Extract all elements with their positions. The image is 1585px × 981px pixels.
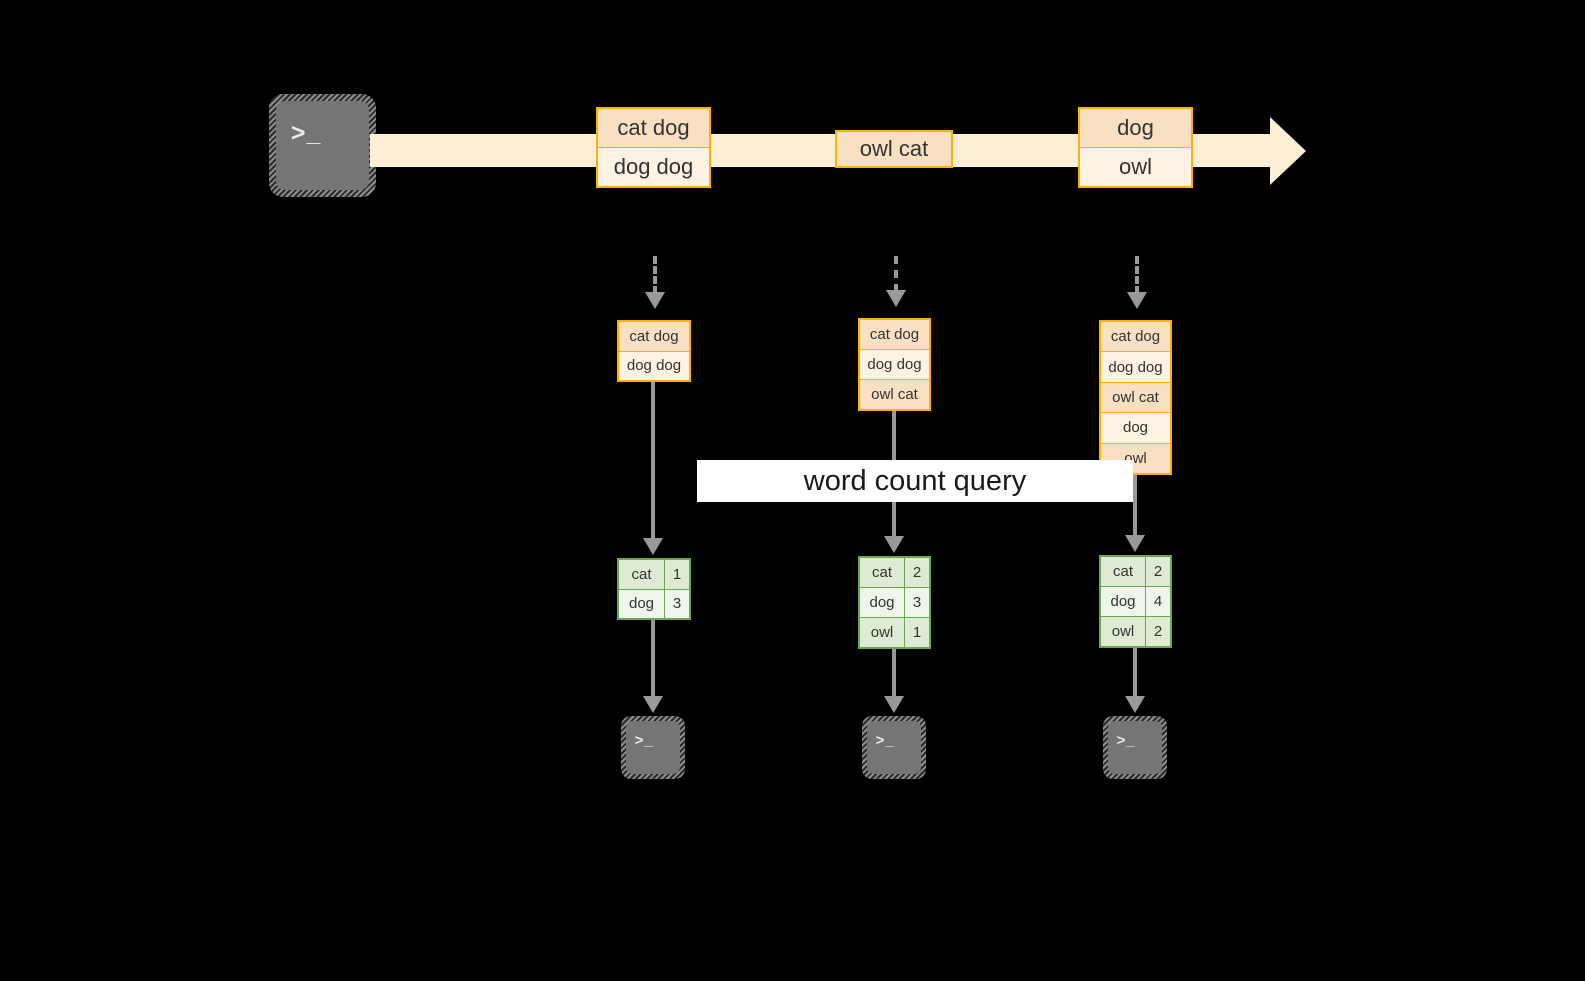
terminal-screen: >_ [276,101,369,190]
snapshot-1-query-arrowhead [643,538,663,555]
table-row: cat 1 [619,560,689,589]
snapshot-2-result-table: cat 2 dog 3 owl 1 [858,556,931,649]
table-row: dog 3 [860,587,929,617]
record-line: cat dog [860,320,929,349]
result-word: dog [619,589,665,618]
snapshot-3-query-arrowhead [1125,535,1145,552]
snapshot-1-dashed-arrowhead [645,292,665,309]
snapshot-1-dashed-connector [653,256,657,294]
table-row: dog 3 [619,588,689,618]
result-word: cat [1101,557,1146,586]
snapshot-3-dashed-arrowhead [1127,292,1147,309]
record-line: cat dog [1101,322,1170,352]
record-line: dog dog [1101,351,1170,382]
query-banner: word count query [697,460,1133,502]
result-count: 3 [665,589,689,618]
snapshot-2-sink-arrowhead [884,696,904,713]
result-count: 1 [665,560,689,589]
snapshot-3-result-table: cat 2 dog 4 owl 2 [1099,555,1172,648]
snapshot-3-query-connector [1133,475,1137,537]
record-line: owl [1080,147,1191,186]
snapshot-3-sink-arrowhead [1125,696,1145,713]
result-word: dog [860,588,905,617]
result-count: 4 [1146,587,1170,616]
table-row: owl 2 [1101,616,1170,646]
snapshot-3-sink-connector [1133,648,1137,698]
terminal-screen: >_ [1108,721,1162,774]
terminal-prompt: >_ [634,731,654,749]
record-line: cat dog [619,322,689,351]
result-word: dog [1101,587,1146,616]
record-line: owl cat [837,132,951,166]
source-terminal-icon: >_ [269,94,376,197]
snapshot-1-accumulated-table: cat dog dog dog [617,320,691,382]
record-line: owl cat [1101,381,1170,413]
snapshot-1-sink-terminal-icon: >_ [621,716,685,779]
table-row: owl 1 [860,617,929,647]
snapshot-1-sink-connector [651,620,655,698]
snapshot-2-query-arrowhead [884,536,904,553]
snapshot-2-sink-terminal-icon: >_ [862,716,926,779]
snapshot-2-dashed-connector [894,256,898,292]
result-count: 1 [905,618,929,647]
snapshot-1-sink-arrowhead [643,696,663,713]
snapshot-2-sink-connector [892,649,896,698]
record-line: cat dog [598,109,709,147]
record-line: dog [1101,412,1170,443]
snapshot-2-accumulated-table: cat dog dog dog owl cat [858,318,931,411]
record-line: dog dog [860,349,929,379]
record-line: dog dog [598,147,709,186]
snapshot-2-dashed-arrowhead [886,290,906,307]
table-row: dog 4 [1101,586,1170,616]
snapshot-1-query-connector [651,382,655,540]
event-stream-arrowhead [1270,117,1306,185]
result-count: 2 [1146,617,1170,646]
terminal-screen: >_ [867,721,921,774]
stream-batch-2: owl cat [835,130,953,168]
result-count: 3 [905,588,929,617]
result-word: cat [619,560,665,589]
snapshot-3-accumulated-table: cat dog dog dog owl cat dog owl [1099,320,1172,475]
query-banner-label: word count query [803,464,1027,497]
result-count: 2 [905,558,929,587]
record-line: owl cat [860,379,929,409]
table-row: cat 2 [1101,557,1170,586]
result-word: cat [860,558,905,587]
terminal-prompt: >_ [1116,731,1136,749]
record-line: dog [1080,109,1191,147]
stream-batch-3: dog owl [1078,107,1193,188]
terminal-screen: >_ [626,721,680,774]
terminal-prompt: >_ [875,731,895,749]
result-count: 2 [1146,557,1170,586]
snapshot-3-sink-terminal-icon: >_ [1103,716,1167,779]
stream-batch-1: cat dog dog dog [596,107,711,188]
snapshot-3-dashed-connector [1135,256,1139,294]
snapshot-1-result-table: cat 1 dog 3 [617,558,691,620]
result-word: owl [860,618,905,647]
table-row: cat 2 [860,558,929,587]
result-word: owl [1101,617,1146,646]
record-line: dog dog [619,350,689,380]
terminal-prompt: >_ [290,118,322,147]
